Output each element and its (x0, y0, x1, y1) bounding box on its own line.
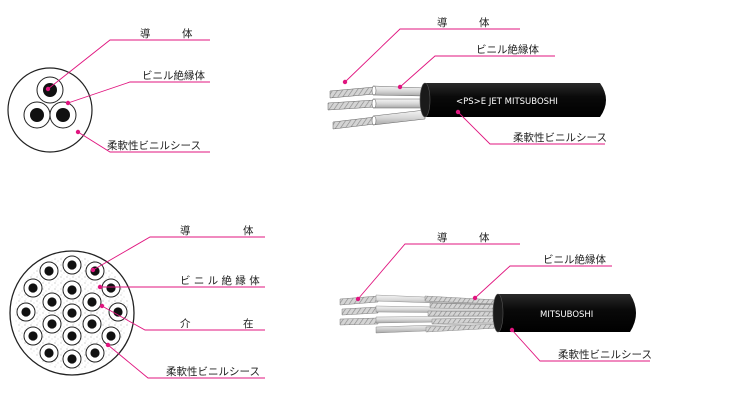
jacket-print: MITSUBOSHI (540, 310, 593, 320)
label-sheath: 柔軟性ビニルシース (166, 365, 260, 378)
label-conductor: 導 体 (437, 231, 490, 244)
core (62, 349, 82, 369)
core (62, 326, 82, 346)
label-conductor: 導 体 (437, 16, 490, 29)
core (39, 261, 59, 281)
core (23, 278, 43, 298)
panel-1-cross-section-3core: 導 体 ビニル絶縁体 柔軟性ビニルシース (7, 27, 210, 153)
core (42, 292, 62, 312)
core (82, 314, 102, 334)
core (16, 302, 36, 322)
label-filler: 介 在 (180, 318, 254, 330)
panel-3-cross-section-multicore: 導 体 ビ ニ ル 絶 縁 体 介 在 柔軟性ビニルシース (9, 224, 265, 379)
core (62, 280, 82, 300)
core (23, 326, 43, 346)
core (101, 326, 121, 346)
core (85, 343, 105, 363)
core-left (23, 101, 51, 129)
core-right (49, 101, 77, 129)
strand-bottom (332, 116, 376, 130)
label-conductor: 導 体 (140, 27, 193, 40)
label-insulation: ビニル絶縁体 (142, 69, 205, 82)
insulated-core-middle (372, 98, 426, 109)
cores-group (16, 255, 128, 369)
core (101, 278, 121, 298)
bare-strands (339, 295, 379, 326)
core (39, 343, 59, 363)
sheath-ring (7, 67, 93, 153)
label-sheath: 柔軟性ビニルシース (513, 131, 607, 144)
core (62, 303, 82, 323)
strand-middle (327, 99, 376, 111)
core (42, 314, 62, 334)
filler-strands (424, 295, 499, 333)
core-top (36, 76, 64, 104)
cable-jacket (421, 83, 606, 117)
jacket-print: <PS>E JET MITSUBOSHI (456, 97, 558, 107)
cable-jacket (494, 294, 636, 332)
panel-2-side-view-3core: <PS>E JET MITSUBOSHI 導 体 ビニル絶縁体 柔軟性ビニルシー… (327, 16, 607, 145)
strand-top (329, 86, 376, 99)
label-insulation: ビ ニ ル 絶 縁 体 (180, 274, 260, 287)
label-sheath: 柔軟性ビニルシース (107, 139, 201, 152)
panel-4-side-view-multicore: MITSUBOSHI 導 体 ビニル絶縁体 柔軟性ビニルシース (339, 231, 652, 362)
insulated-core-bottom (372, 109, 426, 126)
core (108, 302, 128, 322)
label-sheath: 柔軟性ビニルシース (558, 348, 652, 361)
core (82, 292, 102, 312)
core (62, 255, 82, 275)
label-insulation: ビニル絶縁体 (543, 253, 606, 266)
label-conductor: 導 体 (180, 224, 254, 237)
label-insulation: ビニル絶縁体 (476, 43, 539, 56)
